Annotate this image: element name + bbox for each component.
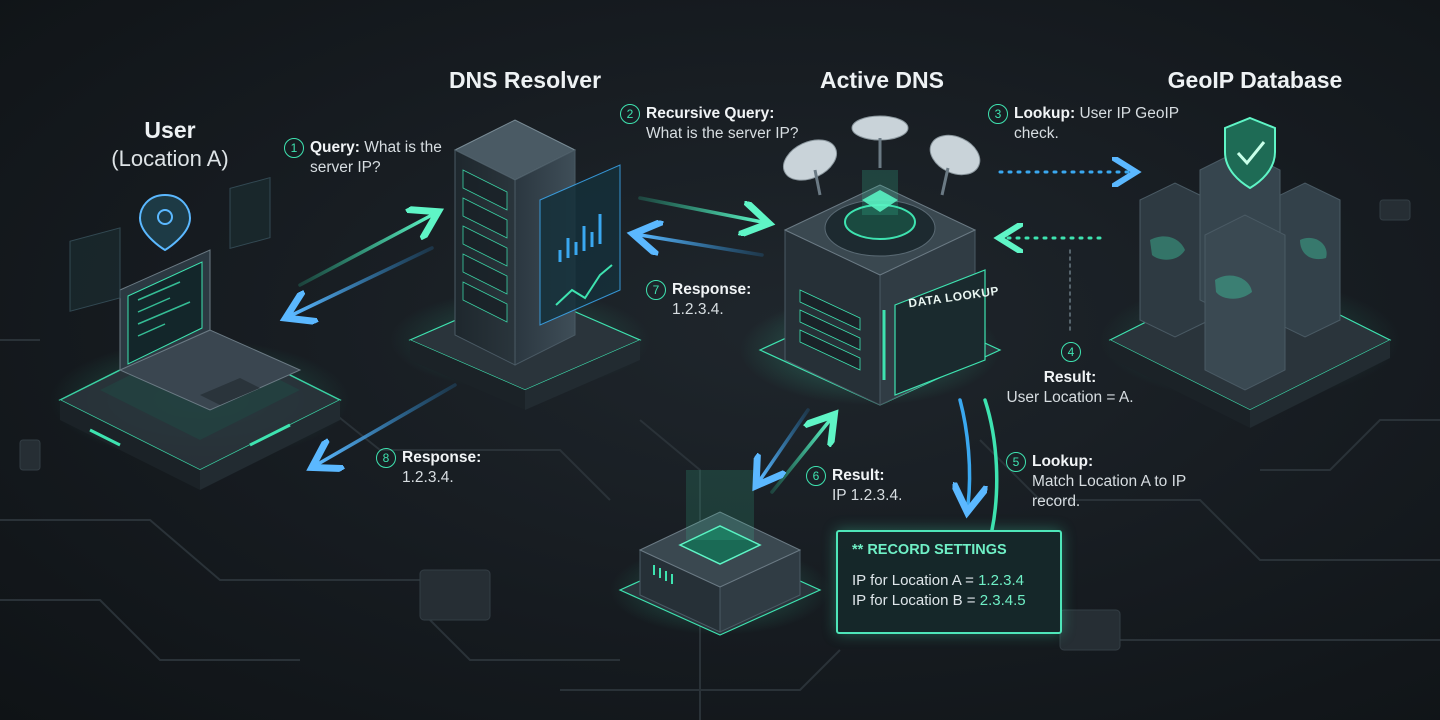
- step-8-text: 1.2.3.4.: [402, 469, 454, 486]
- arrow-step-2: [638, 196, 762, 222]
- resolver-chart-panel: [539, 164, 621, 326]
- step-2-number: 2: [620, 104, 640, 124]
- step-3-label: 3 Lookup: User IP GeoIP check.: [988, 104, 1179, 144]
- record-row-location-b: IP for Location B = 2.3.4.5: [852, 592, 1026, 609]
- location-pin-icon: [138, 193, 192, 252]
- record-row-label: IP for Location B =: [852, 592, 980, 609]
- arrow-step-1: [298, 215, 432, 287]
- step-7-title: Response:: [672, 281, 752, 298]
- active-dns-node: [758, 170, 1002, 406]
- satellite-dish-icon: [783, 115, 981, 196]
- step-6-text: IP 1.2.3.4.: [832, 487, 903, 504]
- dotted-arrows: [1000, 172, 1130, 331]
- active-dns-title: Active DNS: [820, 67, 944, 93]
- record-row-ip: 1.2.3.4: [978, 572, 1024, 589]
- step-5-text: Match Location A to IP record.: [1032, 473, 1186, 510]
- record-row-ip: 2.3.4.5: [979, 592, 1026, 609]
- record-server-node: [618, 470, 822, 636]
- record-row-location-a: IP for Location A = 1.2.3.4: [852, 572, 1024, 589]
- step-8-number: 8: [376, 448, 396, 468]
- user-title: User: [144, 117, 196, 143]
- step-2-title: Recursive Query:: [646, 105, 775, 122]
- step-4-text: User Location = A.: [1006, 389, 1134, 406]
- step-5-label: 5 Lookup: Match Location A to IP record.: [1006, 452, 1202, 512]
- record-settings-panel: ** RECORD SETTINGS IP for Location A = 1…: [836, 530, 1062, 634]
- step-1-text: What is the server IP?: [310, 139, 442, 176]
- step-5-title: Lookup:: [1032, 453, 1094, 470]
- circuit-chips: [19, 199, 1411, 651]
- step-6-label: 6 Result: IP 1.2.3.4.: [806, 466, 962, 506]
- circuit-traces: [0, 339, 1440, 720]
- step-1-label: 1 Query: What is the server IP?: [284, 138, 480, 178]
- record-row-label: IP for Location A =: [852, 572, 979, 589]
- step-4-label: 4 Result: User Location = A.: [995, 342, 1145, 408]
- arrow-step-7: [640, 235, 764, 257]
- database-server-icon: [1108, 149, 1392, 428]
- step-7-label: 7 Response: 1.2.3.4.: [646, 280, 802, 320]
- geoip-database-title: GeoIP Database: [1167, 67, 1343, 93]
- step-4-number: 4: [1061, 342, 1081, 362]
- step-4-title: Result:: [1043, 369, 1097, 386]
- record-settings-title: ** RECORD SETTINGS: [852, 542, 1007, 558]
- step-8-label: 8 Response: 1.2.3.4.: [376, 448, 532, 488]
- arrow-step-5-return: [983, 398, 999, 532]
- user-subtitle: (Location A): [111, 146, 229, 171]
- step-3-number: 3: [988, 104, 1008, 124]
- step-7-number: 7: [646, 280, 666, 300]
- step-1-title: Query:: [310, 139, 360, 156]
- flow-arrows: [292, 196, 999, 532]
- arrow-step-6-down: [760, 408, 810, 480]
- step-6-title: Result:: [832, 467, 885, 484]
- shield-check-icon: [1224, 116, 1276, 190]
- step-3-title: Lookup:: [1014, 105, 1076, 122]
- step-2-text: What is the server IP?: [646, 125, 799, 142]
- arrow-step-8-return: [318, 383, 457, 464]
- step-7-text: 1.2.3.4.: [672, 301, 724, 318]
- user-laptop-node: [58, 177, 342, 490]
- step-8-title: Response:: [402, 449, 482, 466]
- arrow-step-8: [292, 246, 434, 315]
- step-5-number: 5: [1006, 452, 1026, 472]
- world-map-icon: [1150, 236, 1327, 299]
- step-3-text: User IP GeoIP check.: [1014, 105, 1179, 142]
- server-tower-icon: [408, 119, 642, 410]
- dns-resolver-title: DNS Resolver: [448, 67, 602, 93]
- step-2-label: 2 Recursive Query: What is the server IP…: [620, 104, 821, 144]
- arrow-step-5: [960, 398, 970, 505]
- step-6-number: 6: [806, 466, 826, 486]
- step-1-number: 1: [284, 138, 304, 158]
